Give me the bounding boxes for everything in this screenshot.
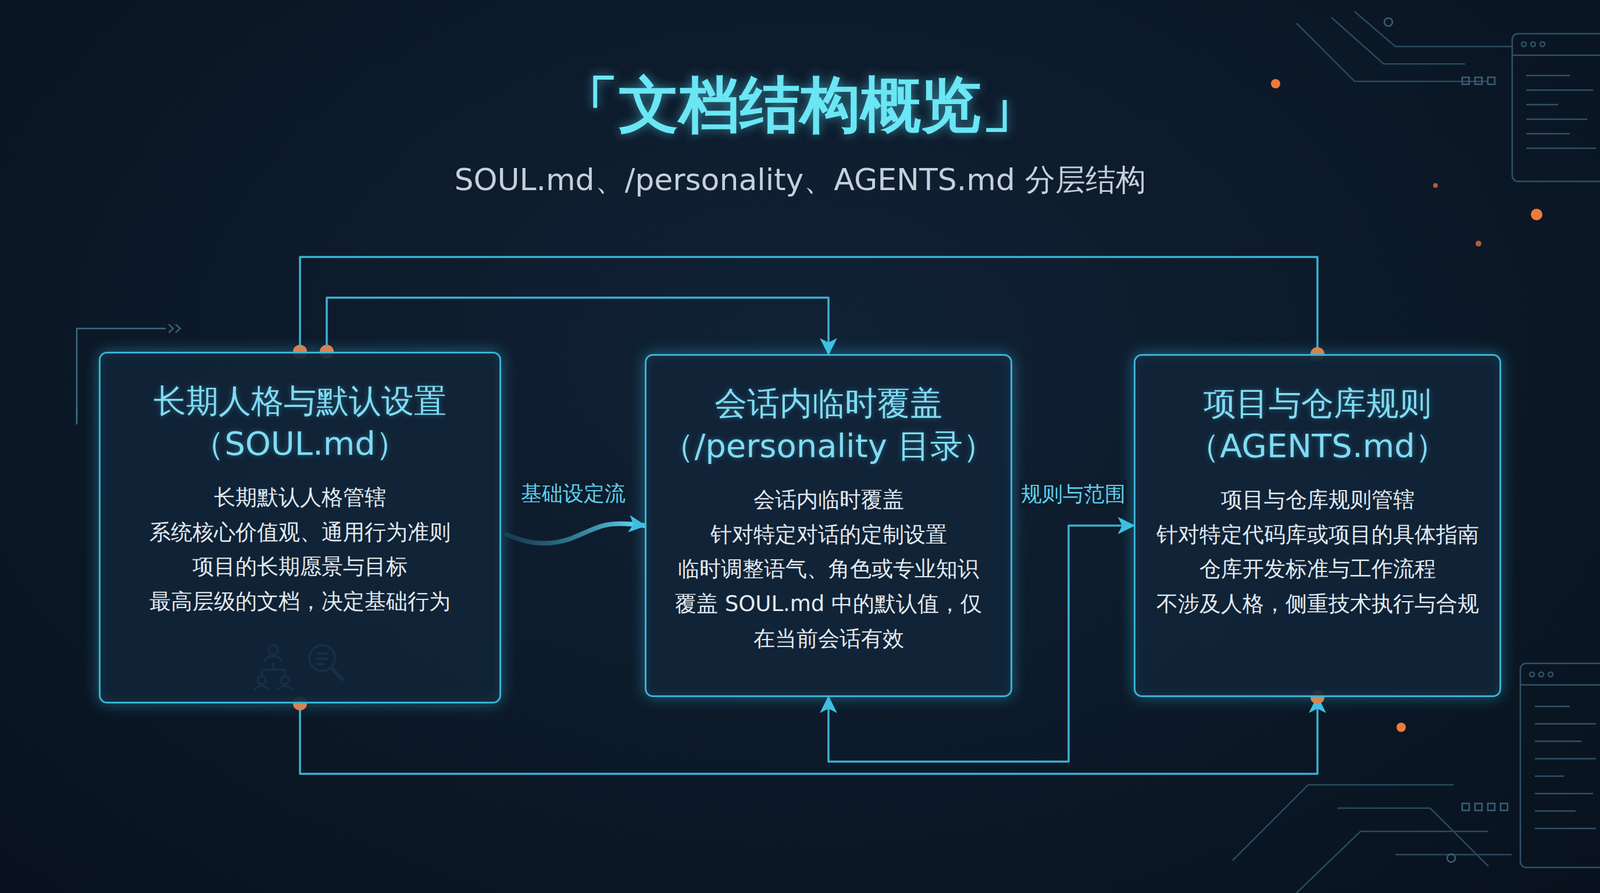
document-box: 项目与仓库规则 （AGENTS.md） 项目与仓库规则管辖针对特定代码库或项目的具… xyxy=(1133,354,1502,698)
decor-shape xyxy=(1296,23,1489,82)
decor-shape xyxy=(1512,33,1600,182)
box-body-line: 项目与仓库规则管辖 xyxy=(1220,482,1415,518)
decor-shape xyxy=(76,406,78,425)
box-body-line: 会话内临时覆盖 xyxy=(753,482,905,518)
decor-shape xyxy=(1396,722,1406,732)
decor-shape xyxy=(1534,810,1576,813)
box-body-line: 不涉及人格，侧重技术执行与合规 xyxy=(1156,586,1480,622)
decor-shape xyxy=(1540,41,1545,47)
decor-shape xyxy=(1296,831,1489,893)
decor-shape xyxy=(1462,803,1470,811)
decor-shape xyxy=(1512,54,1600,57)
decor-shape xyxy=(1520,663,1600,868)
decor-shape xyxy=(1487,803,1495,811)
edge-label: 基础设定流 xyxy=(519,479,627,509)
decor-shape xyxy=(1232,784,1454,861)
decor-shape xyxy=(1534,827,1596,830)
decor-shape xyxy=(1534,758,1596,760)
decor-shape xyxy=(1534,705,1570,708)
connector xyxy=(300,697,1318,774)
decor-shape xyxy=(1433,183,1438,188)
decor-shape xyxy=(1526,133,1570,135)
decor-shape xyxy=(1447,854,1456,863)
subtitle: SOUL.md、/personality、AGENTS.md 分层结构 xyxy=(0,160,1600,200)
decor-shape xyxy=(1475,77,1482,85)
circuit-lines xyxy=(76,11,1512,893)
decor-shape xyxy=(1475,803,1482,811)
decor-shape xyxy=(1475,240,1482,247)
decor-shape xyxy=(1521,41,1527,47)
box-body-line: 最高层级的文档，决定基础行为 xyxy=(149,584,451,620)
decor-shape xyxy=(1534,775,1564,778)
decor-shape xyxy=(1384,18,1393,27)
box-body-line: 仓库开发标准与工作流程 xyxy=(1199,551,1437,587)
box-heading: 长期人格与默认设置 （SOUL.md） xyxy=(114,380,486,466)
box-heading: 项目与仓库规则 （AGENTS.md） xyxy=(1149,382,1486,468)
decor-shape xyxy=(1500,803,1508,811)
decor-shape xyxy=(1526,147,1596,150)
diagram-title: 「文档结构概览」 xyxy=(0,68,1600,142)
decor-shape xyxy=(1354,11,1512,47)
decor-shape xyxy=(1526,104,1559,106)
decor-shape xyxy=(1529,672,1535,677)
box-body-line: 针对特定代码库或项目的具体指南 xyxy=(1156,517,1480,553)
box-body-line: 覆盖 SOUL.md 中的默认值，仅 在当前会话有效 xyxy=(660,586,997,657)
decor-shape xyxy=(1331,17,1466,64)
decor-shape xyxy=(1534,793,1594,795)
decor-shape xyxy=(1530,41,1536,47)
decor-shape xyxy=(1534,723,1596,725)
box-heading: 会话内临时覆盖 （/personality 目录） xyxy=(660,382,997,468)
decor-shape xyxy=(1548,672,1553,677)
box-body-line: 针对特定对话的定制设置 xyxy=(710,517,948,553)
box-body-line: 临时调整语气、角色或专业知识 xyxy=(677,551,980,587)
document-box: 会话内临时覆盖 （/personality 目录） 会话内临时覆盖针对特定对话的定… xyxy=(644,354,1013,698)
decor-shape xyxy=(1520,684,1600,687)
box-body-line: 系统核心价值观、通用行为准则 xyxy=(149,515,451,550)
decor-shape xyxy=(1526,118,1588,121)
decor-shape xyxy=(1530,208,1543,221)
decor-shape xyxy=(1337,808,1489,867)
connector xyxy=(300,256,1318,355)
edge-label: 规则与范围 xyxy=(1019,480,1127,509)
decor-shape xyxy=(1526,89,1594,92)
box-body-line: 项目的长期愿景与目标 xyxy=(192,549,408,585)
decor-shape xyxy=(1538,672,1544,677)
decor-shape xyxy=(1487,77,1495,85)
box-body-line: 长期默认人格管辖 xyxy=(213,480,387,516)
decor-shape xyxy=(1270,79,1281,89)
decor-shape xyxy=(1526,75,1570,77)
decor-shape xyxy=(1534,740,1582,743)
decor-shape xyxy=(168,324,181,333)
decor-shape xyxy=(1462,77,1470,85)
connector xyxy=(326,297,829,355)
window-mockup xyxy=(1512,33,1600,868)
connector xyxy=(506,523,645,544)
document-box: 长期人格与默认设置 （SOUL.md） 长期默认人格管辖系统核心价值观、通用行为准… xyxy=(98,351,502,704)
